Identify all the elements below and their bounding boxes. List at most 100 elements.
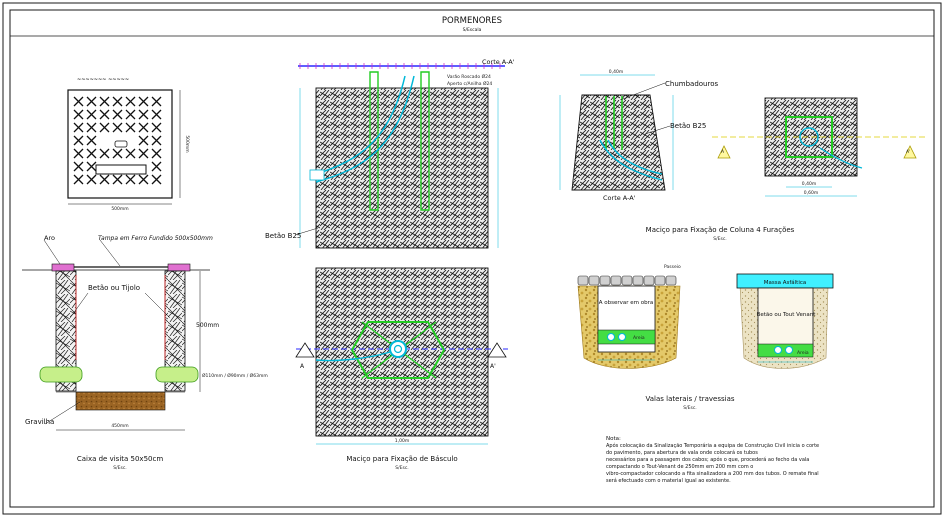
coluna-block-section [571,94,666,191]
coluna-chumbadouros: Chumbadouros [665,80,718,88]
valas-title: Valas laterais / travessias [645,395,734,403]
basculo-section: Corte A-A' Varão Roscado Ø24 Aperto c/An… [265,58,515,249]
coluna-dim-top: 0,40m [609,69,623,75]
cover-x-mark [99,148,110,159]
paving-stone [654,275,666,286]
cover-x-mark [86,148,97,159]
note-heading: Nota: [606,436,621,442]
cover-x-mark [86,109,97,120]
cover-x-mark [99,122,110,133]
coluna-corte: Corte A-A' [603,194,636,202]
marker-a-right [487,342,507,358]
cover-x-mark [73,135,84,146]
cover-x-mark [99,174,110,185]
label-tampa: Tampa em Ferro Fundido 500x500mm [98,235,213,242]
vala-betao-tout: Betão ou Tout Venant [757,312,817,318]
vala-left: Passeio A observar em obra Areia [577,264,681,369]
basculo-plan: A A' 1,00m Maciço para Fixação de Báscul… [295,267,508,471]
cover-x-pattern [73,96,162,185]
vala-passeio: Passeio [664,264,681,270]
coluna-marker-a [717,145,731,159]
marker-a-left [295,342,315,358]
note-line-3: compactando o Tout-Venant de 250mm em 20… [606,464,753,470]
plan-scribble: ~~~~~~~ ~~~~~ [77,77,129,83]
gravel-base [75,391,166,411]
cover-slot [95,164,147,175]
manhole-cover-plan: ~~~~~~~ ~~~~~ 500mm 500mm [67,77,190,212]
pipe-left [39,366,83,383]
aro-left [51,263,75,272]
label-aro: Aro [44,234,55,242]
basculo-aperto-label: Aperto c/Anilha Ø24 [447,80,492,87]
coluna-dim-plan1: 0,40m [802,181,816,187]
cover-x-mark [125,122,136,133]
cover-x-mark [138,148,149,159]
basculo-varao-label: Varão Roscado Ø24 [447,73,491,80]
cover-x-mark [151,148,162,159]
cover-x-mark [73,161,84,172]
cover-x-mark [112,109,123,120]
coluna-betao: Betão B25 [670,122,706,130]
vala-massa: Massa Asfáltica [764,279,807,286]
cover-x-mark [112,148,123,159]
note-line-0: Após colocação da Sinalização Temporária… [606,442,819,449]
basculo-scale: S/Esc. [395,465,408,471]
label-tubes: Ø110mm / Ø90mm / Ø63mm [202,372,268,379]
plan-dim-width: 500mm [111,206,128,212]
manhole-section: 500mm 450mm Aro Tampa em Ferro Fundido 5… [22,234,268,471]
inner-frame [9,9,935,508]
coluna-scale: S/Esc. [713,236,726,242]
paving-stone [643,275,655,286]
cover-x-mark [86,135,97,146]
paving-stone [599,275,611,286]
caixa-title: Caixa de visita 50x50cm [77,455,163,463]
paving-stone [665,275,677,286]
anchor-rod-left [369,71,379,211]
cover-x-mark [125,96,136,107]
marker-a2-label: A' [490,363,496,370]
coluna-section: 0,40m Chumbadouros Betão B25 Corte A-A' [559,69,718,202]
coluna-marker-a-label: A [721,149,725,155]
sheet-scale: S/Escala [463,27,482,33]
cover-x-mark [151,109,162,120]
vala-observar: A observar em obra [599,300,654,306]
cover-x-mark [73,174,84,185]
chumbadouros-rods [605,96,623,150]
cover-x-mark [86,161,97,172]
cover-x-mark [73,96,84,107]
paving-stone [610,275,622,286]
base-center-ring [389,340,407,358]
aro-right [167,263,191,272]
cover-x-mark [125,174,136,185]
plan-dim-height: 500mm [184,135,190,152]
vala-right-areia-label: Areia [797,350,809,356]
cover-x-mark [73,122,84,133]
cover-x-mark [112,96,123,107]
cover-x-mark [151,161,162,172]
cover-handle [114,140,128,148]
cover-x-mark [138,96,149,107]
cover-x-mark [138,135,149,146]
paving-stone [632,275,644,286]
valas-scale: S/Esc. [683,405,696,411]
coluna-title: Maciço para Fixação de Coluna 4 Furações [646,226,795,234]
section-width-dim: 450mm [111,423,128,429]
coluna-plan: A A' 0,40m 0,60m Maciço para Fixação de … [646,97,925,242]
paving-stones [577,275,677,286]
coluna-marker-a2-label: A' [906,149,910,155]
label-gravilha: Gravilha [25,418,54,426]
cover-x-mark [86,174,97,185]
cover-x-mark [99,109,110,120]
cover-x-mark [73,148,84,159]
cover-x-mark [151,174,162,185]
cover-x-mark [138,122,149,133]
label-betao-tijolo: Betão ou Tijolo [88,284,140,292]
marker-a-label: A [300,363,305,370]
cover-x-mark [86,96,97,107]
note-line-5: será efectuado com o material igual ao e… [606,477,731,484]
note-line-1: do pavimento, para abertura de vala onde… [606,449,758,456]
coluna-marker-a2 [903,145,917,159]
cover-x-mark [138,109,149,120]
cover-x-mark [73,109,84,120]
